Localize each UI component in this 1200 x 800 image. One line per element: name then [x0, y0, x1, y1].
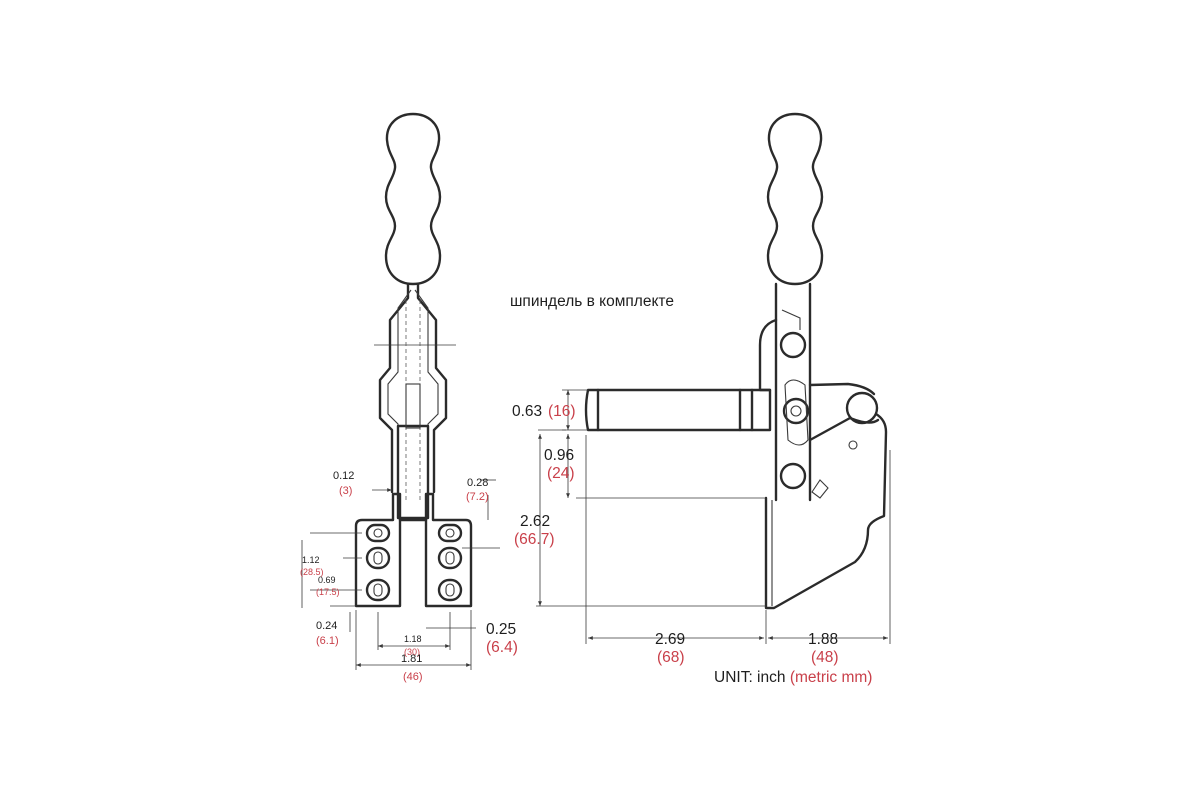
front-base-left — [354, 492, 402, 608]
unit-prefix: UNIT: inch — [714, 669, 790, 686]
front-dim-f-inch: 1.18 — [404, 634, 422, 644]
front-dim-e-inch: 0.24 — [316, 620, 337, 632]
side-dim-b-mm: (24) — [547, 465, 575, 482]
side-dim-d-mm: (68) — [657, 649, 685, 666]
front-dim-d-mm: (17.5) — [316, 587, 340, 597]
front-dim-b-inch: 0.28 — [467, 477, 488, 489]
side-dim-b-inch: 0.96 — [544, 447, 574, 464]
side-dim-a-inch: 0.63 — [512, 403, 542, 420]
side-dim-d-inch: 2.69 — [655, 631, 685, 648]
side-dim-e-inch: 1.88 — [808, 631, 838, 648]
front-dim-h-inch: 1.81 — [401, 653, 422, 665]
side-dim-c-mm: (66.7) — [514, 531, 555, 548]
front-dim-c-mm: (28.5) — [300, 567, 324, 577]
pivot-upper — [779, 331, 807, 359]
front-handle-stem — [378, 282, 448, 494]
front-dim-g-mm: (6.4) — [486, 639, 518, 656]
front-base-right — [424, 492, 473, 608]
side-base — [764, 412, 888, 610]
side-dim-a-mm: (16) — [548, 403, 576, 420]
side-handle-grip — [766, 112, 824, 286]
front-dim-g-inch: 0.25 — [486, 621, 516, 638]
side-dim-c-inch: 2.62 — [520, 513, 550, 530]
side-dim-e-mm: (48) — [811, 649, 839, 666]
unit-metric: (metric mm) — [790, 669, 873, 686]
pivot-lower — [779, 462, 807, 490]
front-dim-a-mm: (3) — [339, 485, 352, 497]
front-view: 0.12 (3) 0.28 (7.2) 1.12 (28.5) 0.69 (17… — [300, 112, 518, 683]
side-view: 0.63 (16) 0.96 (24) 2.62 (66.7) 2.69 (68… — [512, 112, 891, 666]
front-handle-grip — [384, 112, 442, 286]
front-dim-h-mm: (46) — [403, 671, 423, 683]
pivot-front — [845, 391, 879, 425]
front-dim-c-inch: 1.12 — [302, 555, 320, 565]
spindle — [584, 388, 772, 432]
front-dim-a-inch: 0.12 — [333, 470, 354, 482]
front-dim-e-mm: (6.1) — [316, 635, 339, 647]
pivot-middle — [782, 397, 810, 425]
front-dim-b-mm: (7.2) — [466, 491, 489, 503]
front-dim-d-inch: 0.69 — [318, 575, 336, 585]
spindle-note: шпиндель в комплекте — [510, 293, 674, 310]
front-dim-f-mm: (30) — [404, 647, 420, 657]
unit-label: UNIT: inch (metric mm) — [714, 669, 872, 686]
